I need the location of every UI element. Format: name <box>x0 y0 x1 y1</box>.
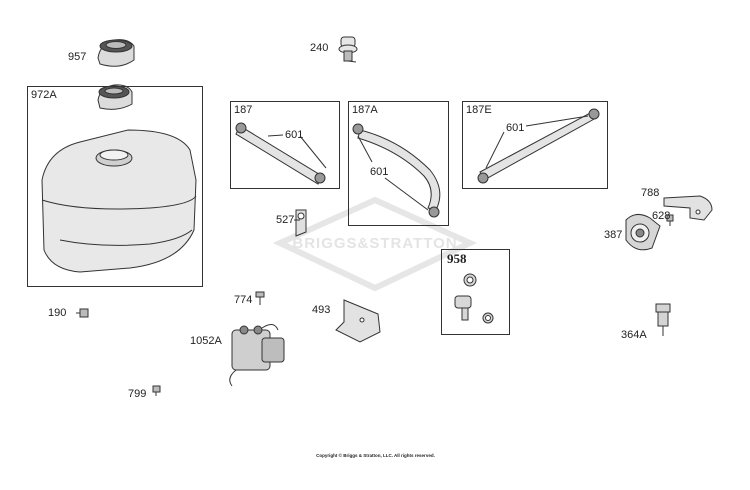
callout-601-187E: 601 <box>506 122 525 134</box>
screw-190-drawing <box>76 308 89 318</box>
copyright-notice: Copyright © Briggs & Stratton, LLC. All … <box>316 453 435 458</box>
box-label-187E: 187E <box>466 104 492 116</box>
callout-774: 774 <box>234 294 253 306</box>
fuel-filter-kit-958-drawing <box>454 273 494 324</box>
fuel-valve-364A-drawing <box>655 303 671 336</box>
parts-box-187E: 187E <box>462 101 608 189</box>
brand-watermark-logo <box>272 196 478 292</box>
callout-601-187A: 601 <box>370 166 389 178</box>
solenoid-1052A-drawing <box>229 324 285 387</box>
box-label-187A: 187A <box>352 104 378 116</box>
fuel-line-187A-drawing <box>352 123 441 218</box>
callout-788: 788 <box>641 187 660 199</box>
fuel-line-187E-drawing <box>477 108 600 184</box>
callout-957: 957 <box>68 51 87 63</box>
vent-240-drawing <box>338 36 358 63</box>
screw-799-drawing <box>152 385 161 396</box>
callout-190: 190 <box>48 307 67 319</box>
bracket-788-drawing <box>663 195 713 221</box>
watermark-text: BRIGGS&STRATTON <box>292 235 458 252</box>
fuel-cap-957-drawing <box>97 39 135 67</box>
box-label-187: 187 <box>234 104 253 116</box>
fuel-tank-972A-drawing <box>41 84 197 273</box>
box-label-972A: 972A <box>31 89 57 101</box>
callout-799: 799 <box>128 388 147 400</box>
fuel-gauge-387-drawing <box>625 214 661 251</box>
parts-box-187: 187 <box>230 101 340 189</box>
screw-774-drawing <box>255 291 265 305</box>
clip-527-drawing <box>294 209 307 237</box>
callout-628: 628 <box>652 210 671 222</box>
parts-box-972A: 972A <box>27 86 203 287</box>
fuel-line-187-drawing <box>235 122 327 185</box>
callout-527: 527 <box>276 214 295 226</box>
callout-364A: 364A <box>621 329 647 341</box>
callout-493: 493 <box>312 304 331 316</box>
screw-628-drawing <box>666 214 674 226</box>
box-label-958: 958 <box>447 251 467 266</box>
callout-601-187: 601 <box>285 129 304 141</box>
parts-box-958: 958 <box>441 249 510 335</box>
callout-387: 387 <box>604 229 623 241</box>
callout-240: 240 <box>310 42 329 54</box>
bracket-493-drawing <box>335 299 381 343</box>
parts-box-187A: 187A <box>348 101 449 226</box>
callout-1052A: 1052A <box>190 335 222 347</box>
